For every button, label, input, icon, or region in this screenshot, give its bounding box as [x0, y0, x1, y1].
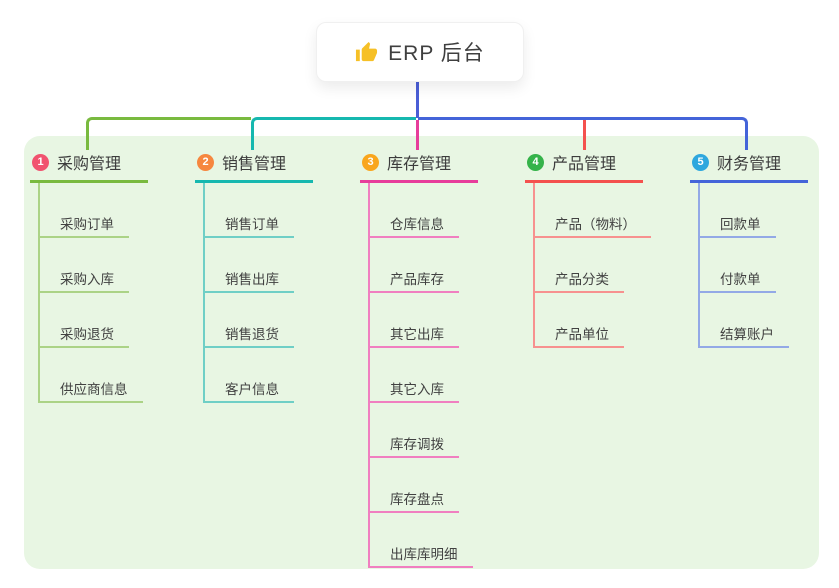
branch-items: 产品（物料）产品分类产品单位 [533, 183, 651, 348]
root-title: ERP 后台 [388, 42, 485, 65]
branch-item: 销售退货 [205, 293, 294, 348]
branch-item: 销售订单 [205, 183, 294, 238]
branch-item: 付款单 [700, 238, 776, 293]
branch-number-badge: 3 [362, 153, 379, 171]
branch-1-connector [86, 117, 251, 150]
branch-item: 产品（物料） [535, 183, 651, 238]
branch-label: 销售管理 [222, 156, 287, 173]
branch-item: 产品库存 [370, 238, 459, 293]
branch-item: 其它入库 [370, 348, 459, 403]
branch-item: 结算账户 [700, 293, 789, 348]
branch-number-badge: 4 [527, 153, 544, 171]
branch-1: 1 采购管理采购订单采购入库采购退货供应商信息 [30, 150, 148, 403]
branch-items: 销售订单销售出库销售退货客户信息 [203, 183, 294, 403]
branch-number-badge: 1 [32, 153, 49, 171]
branch-label: 库存管理 [387, 156, 452, 173]
branch-2: 2 销售管理销售订单销售出库销售退货客户信息 [195, 150, 313, 403]
branch-item: 供应商信息 [40, 348, 143, 403]
branch-item: 其它出库 [370, 293, 459, 348]
branch-items: 仓库信息产品库存其它出库其它入库库存调拨库存盘点出库库明细 [368, 183, 473, 568]
branch-4: 4 产品管理产品（物料）产品分类产品单位 [525, 150, 651, 348]
branch-4-connector [583, 120, 586, 150]
branch-label: 财务管理 [717, 156, 782, 173]
branch-items: 回款单付款单结算账户 [698, 183, 789, 348]
branch-item: 产品分类 [535, 238, 624, 293]
branch-header: 5 财务管理 [690, 150, 808, 183]
branch-item: 客户信息 [205, 348, 294, 403]
branch-header: 1 采购管理 [30, 150, 148, 183]
branch-label: 采购管理 [57, 156, 122, 173]
branches-panel [24, 136, 819, 569]
branch-2-connector [251, 117, 416, 150]
branch-item: 产品单位 [535, 293, 624, 348]
branch-item: 仓库信息 [370, 183, 459, 238]
branch-header: 4 产品管理 [525, 150, 643, 183]
branch-item: 回款单 [700, 183, 776, 238]
branch-item: 销售出库 [205, 238, 294, 293]
branch-header: 3 库存管理 [360, 150, 478, 183]
branch-item: 库存盘点 [370, 458, 459, 513]
root-node: ERP 后台 [316, 22, 524, 82]
branch-item: 采购入库 [40, 238, 129, 293]
branch-5-connector [418, 117, 748, 150]
branch-5: 5 财务管理回款单付款单结算账户 [690, 150, 808, 348]
branch-item: 出库库明细 [370, 513, 473, 568]
branch-item: 采购退货 [40, 293, 129, 348]
branch-3-connector [416, 120, 419, 150]
root-connector-line [416, 80, 419, 118]
branch-items: 采购订单采购入库采购退货供应商信息 [38, 183, 143, 403]
branch-item: 采购订单 [40, 183, 129, 238]
branch-label: 产品管理 [552, 156, 617, 173]
branch-number-badge: 2 [197, 153, 214, 171]
thumbs-up-icon [355, 41, 378, 64]
branch-3: 3 库存管理仓库信息产品库存其它出库其它入库库存调拨库存盘点出库库明细 [360, 150, 478, 568]
branch-header: 2 销售管理 [195, 150, 313, 183]
branch-number-badge: 5 [692, 153, 709, 171]
branch-item: 库存调拨 [370, 403, 459, 458]
